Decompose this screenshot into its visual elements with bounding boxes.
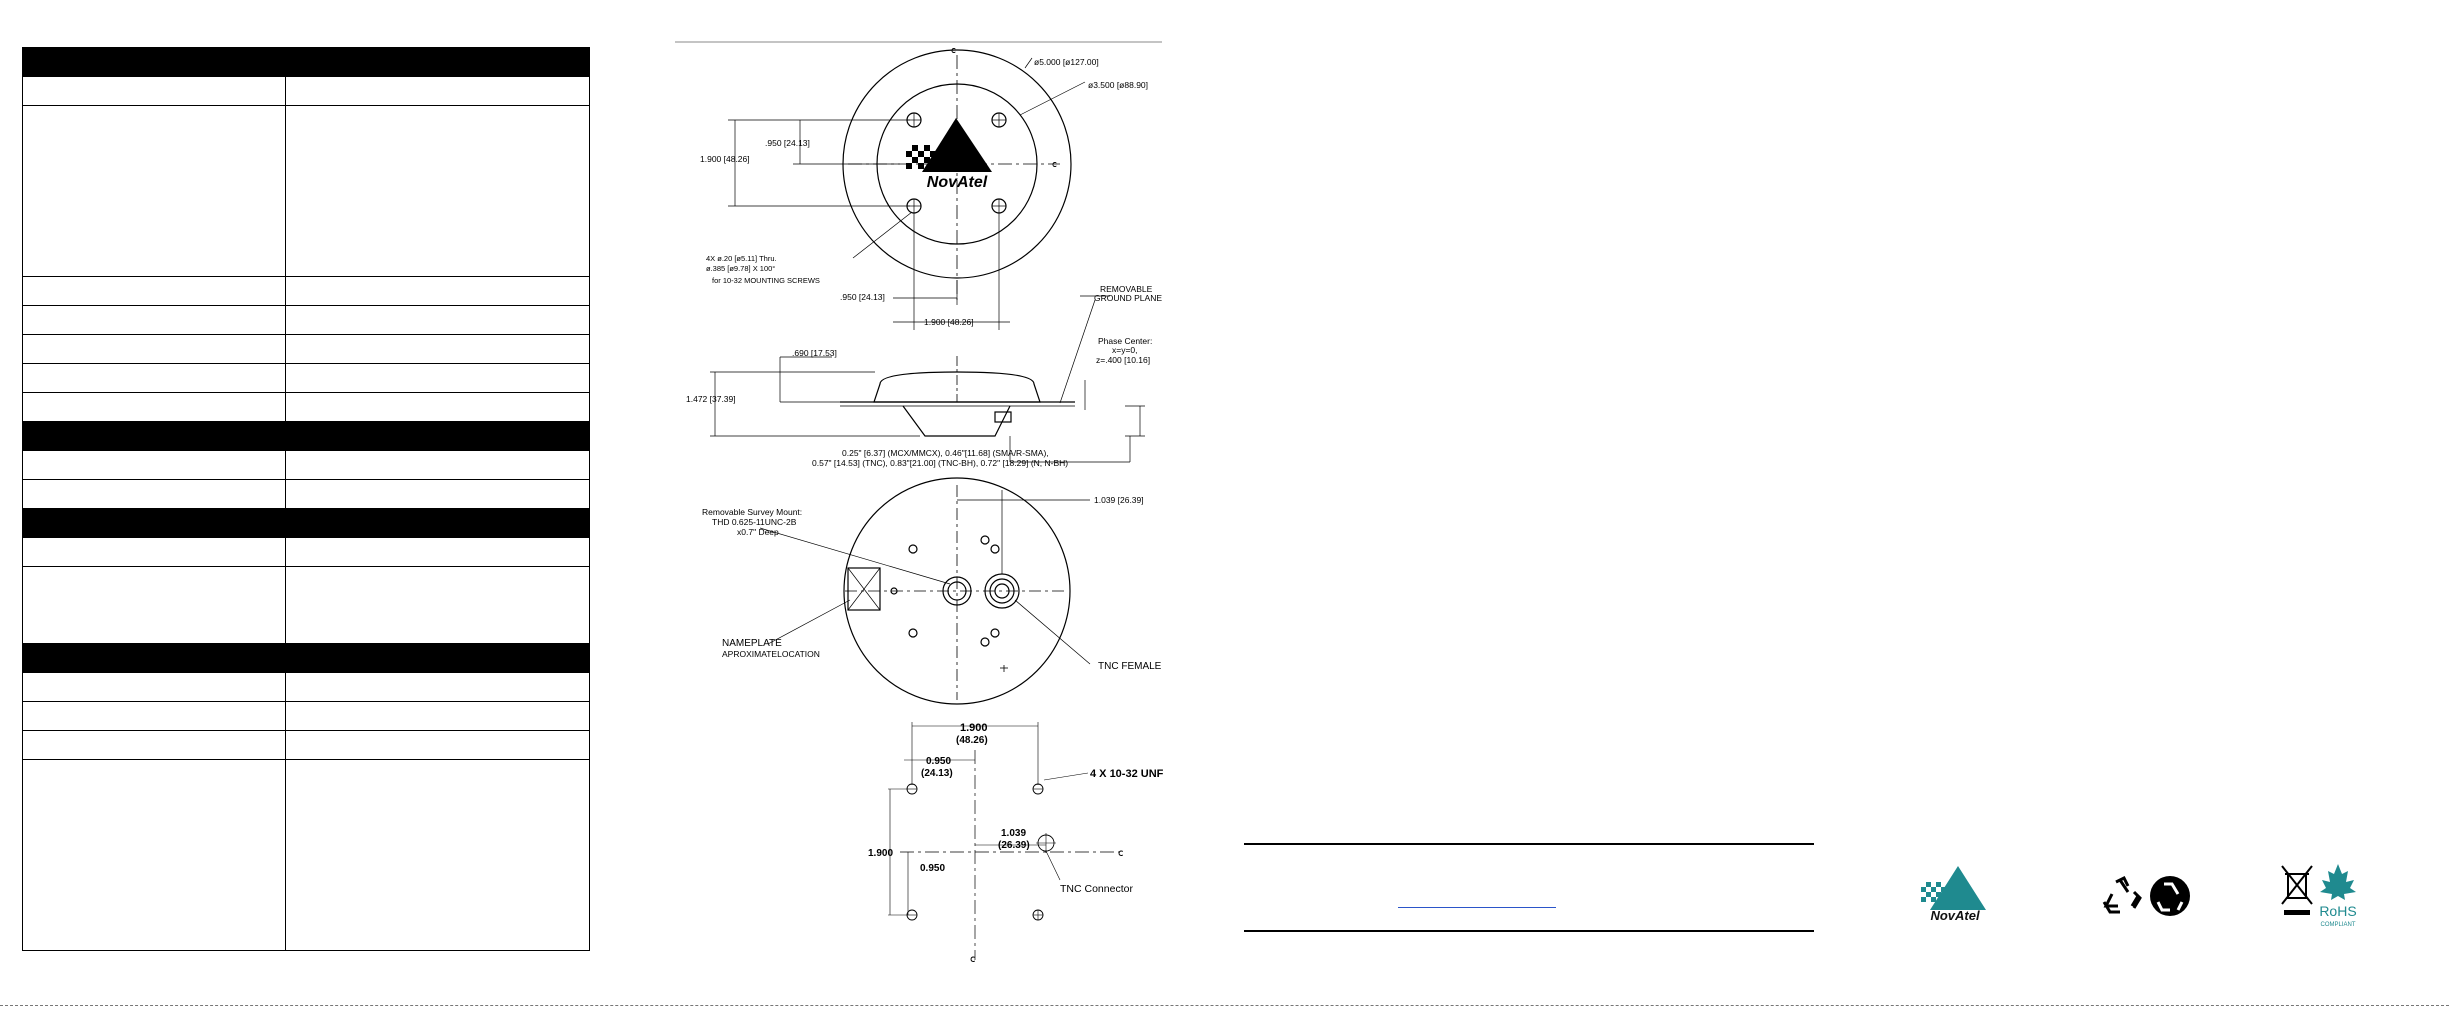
mechanical-drawing: NovAtel ø5.000 [ø127.00] ø3.500 [ø88.90]… [675,41,1164,965]
contact-link[interactable] [1398,893,1556,908]
holes-note-1: 4X ø.20 [ø5.11] Thru. [706,254,777,263]
pattern-height: 1.900 [868,848,893,859]
table-section-header [22,508,590,538]
recycle-icon [2102,875,2190,916]
table-row [22,759,590,951]
page-bottom-rule [0,1005,2449,1006]
dim-height-total: 1.472 [37.39] [686,394,736,404]
pattern-half: 0.950 [926,756,951,767]
svg-text:NovAtel: NovAtel [1930,908,1980,923]
centerline-mark: ⅽ [951,45,956,55]
pattern-tnc-label: TNC Connector [1060,883,1133,895]
centerline-mark: ⅽ [970,954,976,965]
table-row [22,334,590,364]
survey-mount-3: x0.7" Deep [737,527,779,537]
novatel-logo-drawing: NovAtel [906,118,992,191]
pattern-width: 1.900 [960,722,988,734]
spec-table [22,47,590,951]
ground-plane-label-2: GROUND PLANE [1094,293,1162,303]
contact-rule-bottom [1244,930,1814,932]
table-row [22,672,590,702]
table-row [22,76,590,106]
table-row [22,537,590,567]
svg-text:NovAtel: NovAtel [927,174,988,191]
table-row [22,701,590,731]
table-row [22,566,590,644]
connector-heights-2: 0.57" [14.53] (TNC), 0.83"[21.00] (TNC-B… [812,458,1068,468]
phase-center-1: Phase Center: [1098,336,1152,346]
phase-center-2: x=y=0, [1112,345,1138,355]
dim-vertical-1900: 1.900 [48.26] [700,154,750,164]
mounting-pattern [888,722,1120,960]
table-row [22,392,590,422]
antenna-side-view [710,295,1145,463]
dim-connector-offset: 1.039 [26.39] [1094,495,1144,505]
holes-note-2: ø.385 [ø9.78] X 100° [706,264,775,273]
antenna-top-view [728,49,1086,330]
pattern-half-height: 0.950 [920,863,945,874]
dim-height-small: .690 [17.53] [792,348,837,358]
rohs-sub-label: COMPLIANT [2320,922,2355,928]
table-row [22,305,590,335]
weee-rohs-icon: RoHS COMPLIANT [2281,864,2357,928]
dim-horizontal-1900: 1.900 [48.26] [924,317,974,327]
table-row [22,363,590,393]
table-row [22,276,590,306]
table-row [22,730,590,760]
pattern-connector-offset: 1.039 [1001,828,1026,839]
maple-leaf-icon [2320,864,2356,900]
centerline-mark: ⅽ [1118,848,1124,859]
nameplate-label-1: NAMEPLATE [722,638,782,649]
table-row [22,479,590,509]
table-section-header [22,421,590,451]
table-section-header [22,643,590,673]
holes-note-3: for 10-32 MOUNTING SCREWS [712,276,820,285]
survey-mount-1: Removable Survey Mount: [702,507,802,517]
rohs-label: RoHS [2319,903,2356,919]
dim-inner-diameter: ø3.500 [ø88.90] [1088,80,1148,90]
phase-center-3: z=.400 [10.16] [1096,355,1150,365]
nameplate-label-2: APROXIMATELOCATION [722,649,820,659]
dim-vertical-950: .950 [24.13] [765,138,810,148]
dim-horizontal-950: .950 [24.13] [840,292,885,302]
dim-outer-diameter: ø5.000 [ø127.00] [1034,57,1099,67]
table-section-header [22,47,590,77]
survey-mount-2: THD 0.625-11UNC-2B [712,517,797,527]
weee-bin-icon [2281,865,2313,905]
tnc-female-label: TNC FEMALE [1098,661,1162,672]
table-row [22,450,590,480]
novatel-logo: NovAtel [1921,866,1986,923]
connector-heights-1: 0.25" [6.37] (MCX/MMCX), 0.46"[11.68] (S… [842,448,1049,458]
antenna-bottom-view [759,477,1091,705]
table-row [22,105,590,277]
ground-plane-label-1: REMOVABLE [1100,284,1153,294]
centerline-mark: ⅽ [1052,159,1057,169]
pattern-half-mm: (24.13) [921,768,953,779]
pattern-connector-offset-mm: (26.39) [998,840,1030,851]
pattern-holes: 4 X 10-32 UNF [1090,768,1164,780]
pattern-width-mm: (48.26) [956,735,988,746]
contact-rule-top [1244,843,1814,845]
